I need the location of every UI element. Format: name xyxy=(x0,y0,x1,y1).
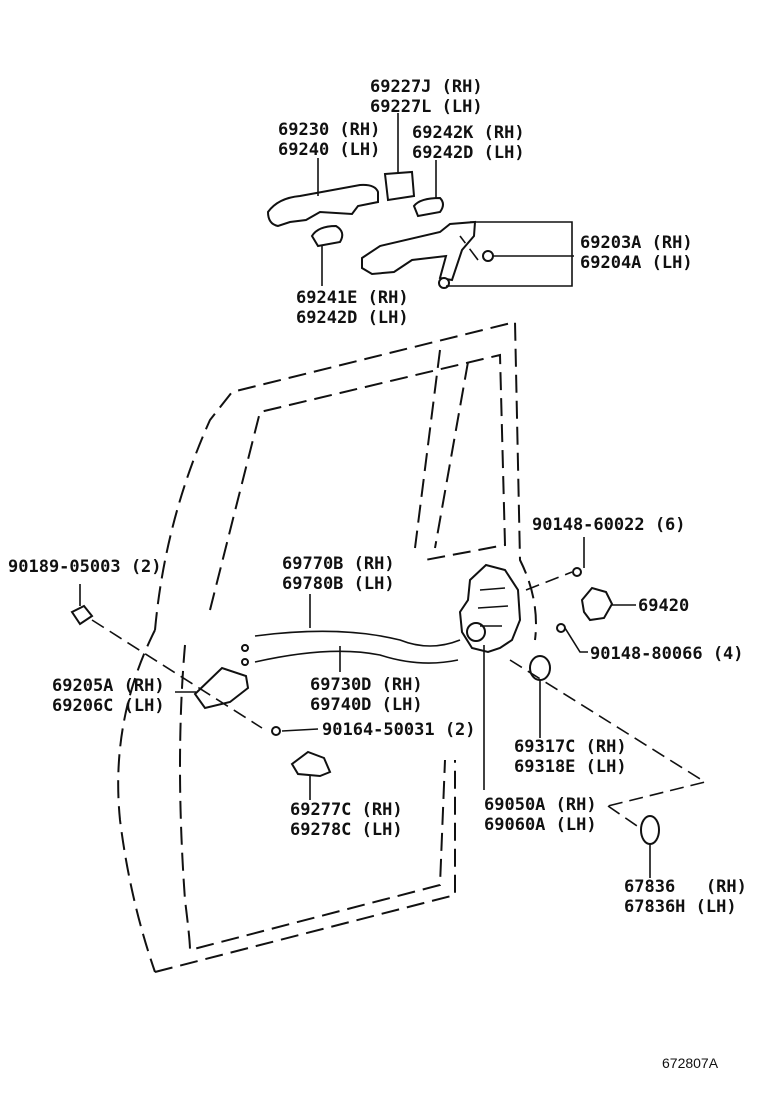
outside-handle-assembly xyxy=(266,170,494,289)
label-67836: 67836 (RH)67836H (LH) xyxy=(624,877,747,917)
handle-frame-part xyxy=(361,220,477,282)
door-lock-assembly xyxy=(458,563,522,654)
label-69730: 69730D (RH)69740D (LH) xyxy=(310,675,423,715)
label-69770: 69770B (RH)69780B (LH) xyxy=(282,554,395,594)
label-90148-60022: 90148-60022 (6) xyxy=(532,515,686,535)
label-90148-80066: 90148-80066 (4) xyxy=(590,644,744,664)
label-69317: 69317C (RH)69318E (LH) xyxy=(514,737,627,777)
figure-code: 672807A xyxy=(662,1055,719,1071)
striker-screw-lower-part xyxy=(556,623,566,633)
door-outline xyxy=(117,320,537,973)
label-69203: 69203A (RH)69204A (LH) xyxy=(580,233,693,273)
outside-handle-part xyxy=(266,183,379,228)
label-69241: 69241E (RH)69242D (LH) xyxy=(296,288,409,328)
screw-90189-part xyxy=(70,604,94,626)
frame-screw-part xyxy=(482,250,494,262)
handle-pad-part xyxy=(412,196,444,218)
handle-bezel-part xyxy=(290,750,332,778)
label-69227: 69227J (RH)69227L (LH) xyxy=(370,77,483,117)
label-69242k: 69242K (RH)69242D (LH) xyxy=(412,123,525,163)
striker-screw-part xyxy=(572,567,582,577)
label-69230: 69230 (RH)69240 (LH) xyxy=(278,120,380,160)
label-90164: 90164-50031 (2) xyxy=(322,720,476,740)
handle-cap-part xyxy=(383,170,416,202)
label-69205: 69205A (RH)69206C (LH) xyxy=(52,676,165,716)
handle-gasket-part xyxy=(310,224,344,248)
striker-part xyxy=(580,586,614,622)
label-69050: 69050A (RH)69060A (LH) xyxy=(484,795,597,835)
hole-plug-part xyxy=(640,815,660,845)
inside-handle-part xyxy=(193,666,250,710)
screw-90164-part xyxy=(271,726,281,736)
label-90189: 90189-05003 (2) xyxy=(8,557,162,577)
label-69420: 69420 xyxy=(638,596,689,616)
cable-assembly xyxy=(241,630,461,666)
label-69277: 69277C (RH)69278C (LH) xyxy=(290,800,403,840)
grommet-part xyxy=(529,655,551,681)
